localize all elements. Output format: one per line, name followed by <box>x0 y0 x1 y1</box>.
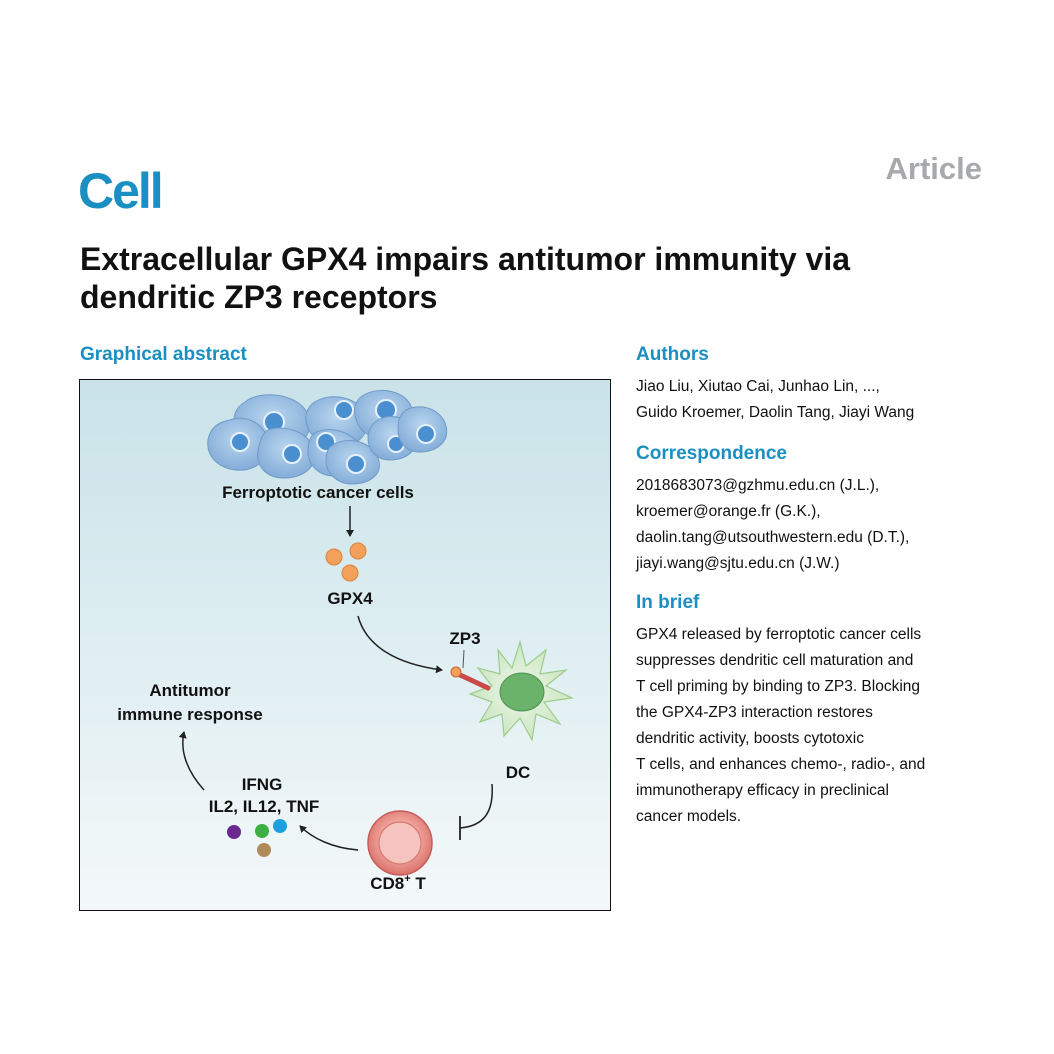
cd8-t-cell <box>367 810 433 876</box>
in-brief-line: cancer models. <box>636 808 742 825</box>
cytokine-purple <box>227 825 241 839</box>
cytokine-brown <box>257 843 271 857</box>
authors-line: Jiao Liu, Xiutao Cai, Junhao Lin, ..., <box>636 378 880 395</box>
cytokine-label-line2: IL2, IL12, TNF <box>209 797 320 816</box>
cytokine-label-line1: IFNG <box>242 775 283 794</box>
email-link[interactable]: jiayi.wang@sjtu.edu.cn (J.W.) <box>636 555 840 572</box>
graphical-abstract-heading: Graphical abstract <box>80 344 247 365</box>
cytokine-green <box>255 824 269 838</box>
authors-heading: Authors <box>636 344 709 365</box>
cancer-cells-label: Ferroptotic cancer cells <box>222 483 414 502</box>
cancer-cell <box>397 406 448 453</box>
gpx4-particle <box>349 542 367 560</box>
gpx4-particles <box>325 542 367 582</box>
in-brief-text: GPX4 released by ferroptotic cancer cell… <box>636 622 996 830</box>
cancer-cell-cluster <box>207 389 448 485</box>
arrow-binding <box>357 615 443 674</box>
arrow-secretion <box>299 825 359 851</box>
antitumor-label-line2: immune response <box>117 705 263 724</box>
in-brief-line: T cells, and enhances chemo-, radio-, an… <box>636 756 926 773</box>
cd8-t-label: CD8+ T <box>370 873 426 893</box>
graphical-abstract-svg: Ferroptotic cancer cells GPX4 ZP3 DC <box>117 389 575 893</box>
email-link[interactable]: 2018683073@gzhmu.edu.cn (J.L.), <box>636 477 880 494</box>
journal-logo: Cell <box>78 163 164 219</box>
sidebar-info: Authors Jiao Liu, Xiutao Cai, Junhao Lin… <box>636 345 996 830</box>
zp3-receptor <box>455 671 491 691</box>
in-brief-line: GPX4 released by ferroptotic cancer cell… <box>636 626 922 643</box>
in-brief-section: In brief GPX4 released by ferroptotic ca… <box>636 593 996 830</box>
bound-gpx4 <box>450 666 462 678</box>
email-link[interactable]: daolin.tang@utsouthwestern.edu (D.T.), <box>636 529 910 546</box>
dc-nucleus <box>499 672 545 712</box>
authors-section: Authors Jiao Liu, Xiutao Cai, Junhao Lin… <box>636 345 996 426</box>
in-brief-line: the GPX4-ZP3 interaction restores <box>636 704 873 721</box>
in-brief-line: suppresses dendritic cell maturation and <box>636 652 914 669</box>
t-cell-nucleus <box>378 821 422 865</box>
email-link[interactable]: kroemer@orange.fr (G.K.), <box>636 503 821 520</box>
zp3-label: ZP3 <box>449 629 480 648</box>
authors-line: Guido Kroemer, Daolin Tang, Jiayi Wang <box>636 404 915 421</box>
correspondence-heading: Correspondence <box>636 443 787 464</box>
article-type-label: Article <box>885 151 982 186</box>
dendritic-cell <box>468 639 575 742</box>
gpx4-particle <box>341 564 359 582</box>
cancer-cell <box>257 427 316 479</box>
in-brief-line: dendritic activity, boosts cytotoxic <box>636 730 864 747</box>
cancer-cell <box>207 417 269 471</box>
cytokine-particles <box>227 819 287 857</box>
inhibition-line <box>459 783 493 829</box>
zp3-pointer <box>462 649 465 669</box>
article-title: Extracellular GPX4 impairs antitumor imm… <box>80 241 851 315</box>
in-brief-line: T cell priming by binding to ZP3. Blocki… <box>636 678 921 695</box>
correspondence-emails: 2018683073@gzhmu.edu.cn (J.L.), kroemer@… <box>636 473 996 577</box>
dc-label: DC <box>506 763 531 782</box>
arrow-response <box>178 731 205 791</box>
cancer-cell <box>325 440 380 485</box>
gpx4-label: GPX4 <box>327 589 373 608</box>
correspondence-section: Correspondence 2018683073@gzhmu.edu.cn (… <box>636 444 996 577</box>
gpx4-particle <box>325 548 343 566</box>
graphical-abstract-figure: Ferroptotic cancer cells GPX4 ZP3 DC <box>79 379 611 911</box>
cytokine-blue <box>273 819 287 833</box>
in-brief-heading: In brief <box>636 592 700 613</box>
antitumor-label-line1: Antitumor <box>149 681 231 700</box>
in-brief-line: immunotherapy efficacy in preclinical <box>636 782 889 799</box>
